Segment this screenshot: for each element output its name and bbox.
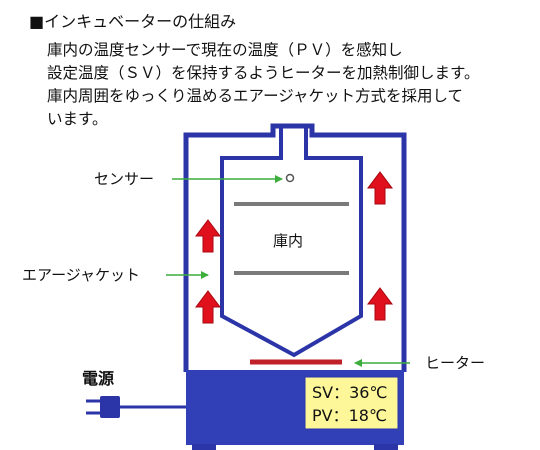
diagram-heading: ■インキュベーターの仕組み bbox=[29, 12, 237, 31]
air-flow-up-arrow-icon bbox=[195, 290, 221, 324]
air-jacket-label: エアージャケット bbox=[22, 266, 140, 284]
sensor-label: センサー bbox=[94, 170, 154, 188]
air-flow-up-arrow-icon bbox=[367, 171, 393, 205]
chamber-label: 庫内 bbox=[273, 232, 303, 250]
description-line-1: 庫内の温度センサーで現在の温度（ＰＶ）を感知し bbox=[47, 41, 403, 59]
power-label: 電源 bbox=[82, 369, 114, 388]
description-line-4: います。 bbox=[47, 110, 108, 128]
sv-readout: SV：36℃ bbox=[312, 383, 387, 402]
description-line-2: 設定温度（ＳＶ）を保持するようヒーターを加熱制御します。 bbox=[47, 64, 480, 82]
temperature-display bbox=[304, 376, 399, 430]
air-flow-up-arrow-icon bbox=[195, 219, 221, 253]
heater-label: ヒーター bbox=[425, 354, 485, 372]
foot-right bbox=[374, 444, 398, 450]
description-line-3: 庫内周囲をゆっくり温めるエアージャケット方式を採用して bbox=[47, 87, 464, 105]
foot-left bbox=[192, 444, 216, 450]
description: 庫内の温度センサーで現在の温度（ＰＶ）を感知し 設定温度（ＳＶ）を保持するようヒ… bbox=[47, 39, 535, 131]
power-plug-icon bbox=[86, 396, 120, 418]
inner-chamber bbox=[220, 128, 363, 358]
outer-cabinet bbox=[183, 123, 407, 372]
pv-readout: PV：18℃ bbox=[312, 406, 387, 425]
air-flow-up-arrow-icon bbox=[367, 287, 393, 321]
sensor-icon bbox=[285, 173, 295, 183]
